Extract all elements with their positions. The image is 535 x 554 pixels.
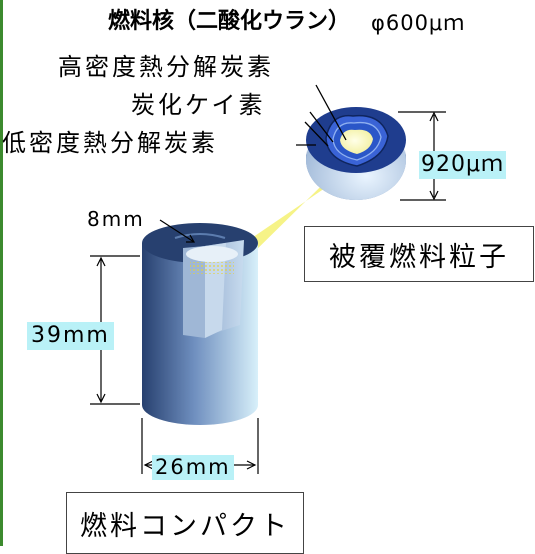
compact-caption-box: 燃料コンパクト — [66, 492, 304, 554]
kernel-size-label: φ600μｍ — [371, 11, 466, 35]
kernel-label: 燃料核（二酸化ウラン） — [108, 9, 351, 34]
leader-lines — [296, 84, 347, 147]
fuel-compact-cylinder — [142, 223, 258, 425]
high-density-carbon-label: 高密度熱分解炭素 — [58, 53, 274, 81]
hole-diameter-leader — [159, 219, 196, 243]
hole-diameter-label: 8mm — [87, 207, 145, 231]
compact-caption: 燃料コンパクト — [80, 510, 290, 542]
low-density-carbon-label: 低密度熱分解炭素 — [2, 129, 218, 157]
compact-height-label: 39mm — [27, 322, 114, 350]
particle-caption-box: 被覆燃料粒子 — [304, 226, 534, 282]
particle-diameter-label: 920μｍ — [419, 151, 506, 179]
coated-fuel-particle — [306, 107, 406, 200]
compact-diameter-label: 26mm — [152, 455, 234, 480]
silicon-carbide-label: 炭化ケイ素 — [131, 91, 266, 119]
left-border — [0, 0, 3, 546]
particle-caption: 被覆燃料粒子 — [329, 241, 509, 273]
